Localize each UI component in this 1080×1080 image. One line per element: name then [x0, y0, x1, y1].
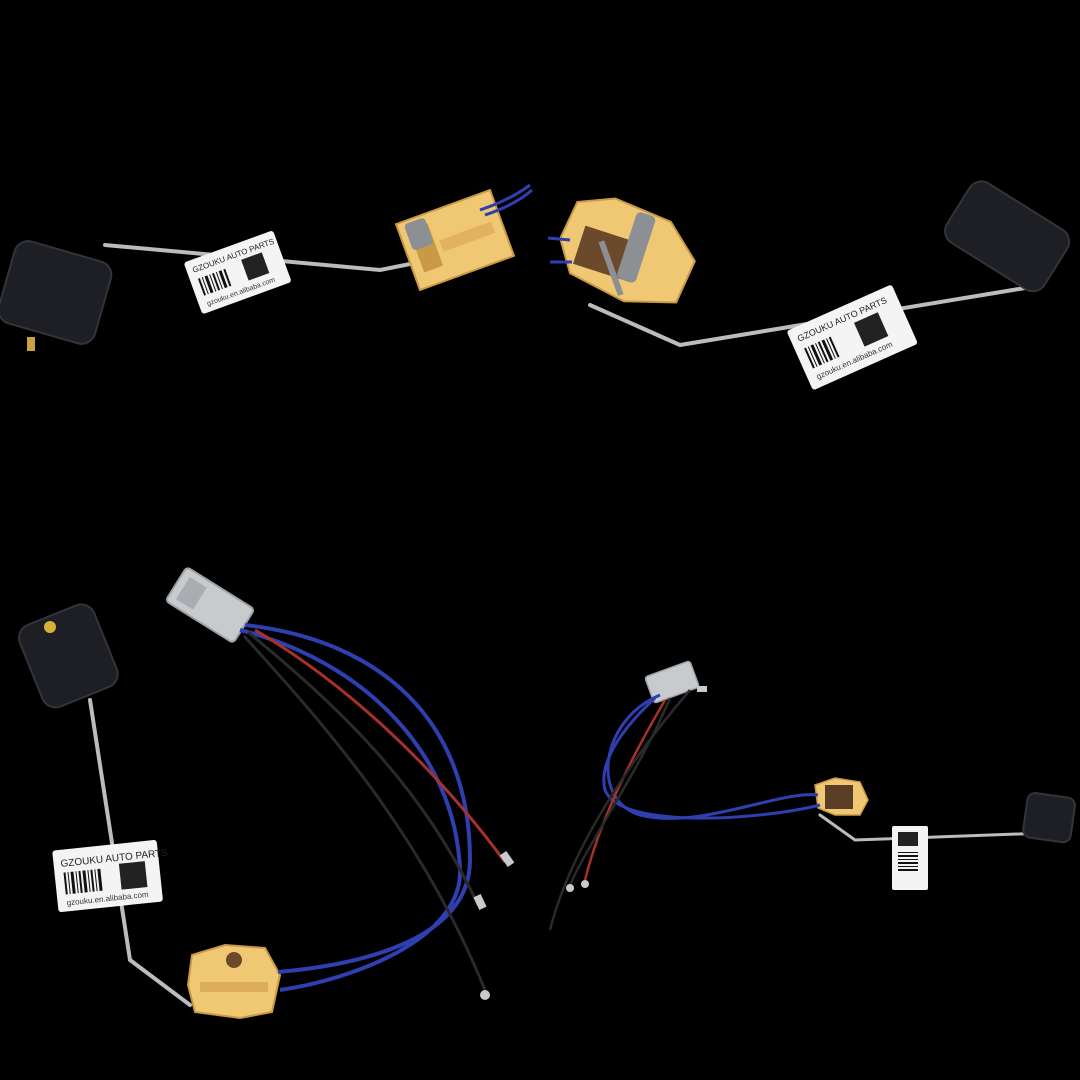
- sensor-assembly-bottom-left: GZOUKU AUTO PARTS gzouku.en.alibaba.com: [18, 567, 515, 1020]
- float-body: [18, 603, 119, 709]
- wire-blue: [479, 183, 531, 212]
- product-label: [892, 826, 928, 890]
- wire-blue: [244, 623, 473, 974]
- wire-blue: [239, 628, 463, 992]
- wire-connector: [165, 567, 255, 643]
- wire-connector: [644, 660, 700, 704]
- wire-blue: [606, 693, 819, 820]
- wire-red: [583, 699, 667, 881]
- wire-terminal: [566, 884, 574, 892]
- float-pin: [27, 337, 35, 351]
- wire-terminal: [499, 850, 515, 868]
- sensor-assembly-bottom-right: [548, 660, 1076, 931]
- wire-black: [247, 630, 480, 906]
- wire-blue: [547, 236, 571, 242]
- product-label: GZOUKU AUTO PARTS gzouku.en.alibaba.com: [787, 285, 918, 390]
- wire-black: [568, 697, 672, 886]
- float-rod: [88, 698, 192, 1007]
- wire-blue: [484, 188, 533, 217]
- wire-terminal: [697, 686, 707, 692]
- product-label: GZOUKU AUTO PARTS gzouku.en.alibaba.com: [52, 840, 169, 913]
- float-body: [0, 240, 113, 345]
- sensor-housing: [814, 777, 869, 816]
- wire-red: [254, 628, 507, 863]
- wire-terminal: [581, 880, 589, 888]
- sensor-housing: [559, 197, 696, 304]
- sensor-housing: [186, 943, 282, 1020]
- product-label: GZOUKU AUTO PARTS gzouku.en.alibaba.com: [184, 231, 291, 314]
- float-body: [1022, 792, 1076, 844]
- float-rod: [103, 243, 422, 273]
- float-pin: [44, 621, 56, 633]
- wire-black: [242, 634, 487, 991]
- sensor-assembly-top-left: GZOUKU AUTO PARTS gzouku.en.alibaba.com: [0, 183, 533, 351]
- float-rod: [588, 286, 1027, 348]
- float-rod: [818, 813, 1047, 842]
- wire-terminal: [480, 990, 490, 1000]
- wire-terminal: [473, 893, 487, 911]
- wire-black: [548, 689, 691, 931]
- float-body: [944, 180, 1071, 293]
- sensor-assembly-top-right: GZOUKU AUTO PARTS gzouku.en.alibaba.com: [547, 180, 1071, 390]
- sensor-housing: [394, 188, 516, 292]
